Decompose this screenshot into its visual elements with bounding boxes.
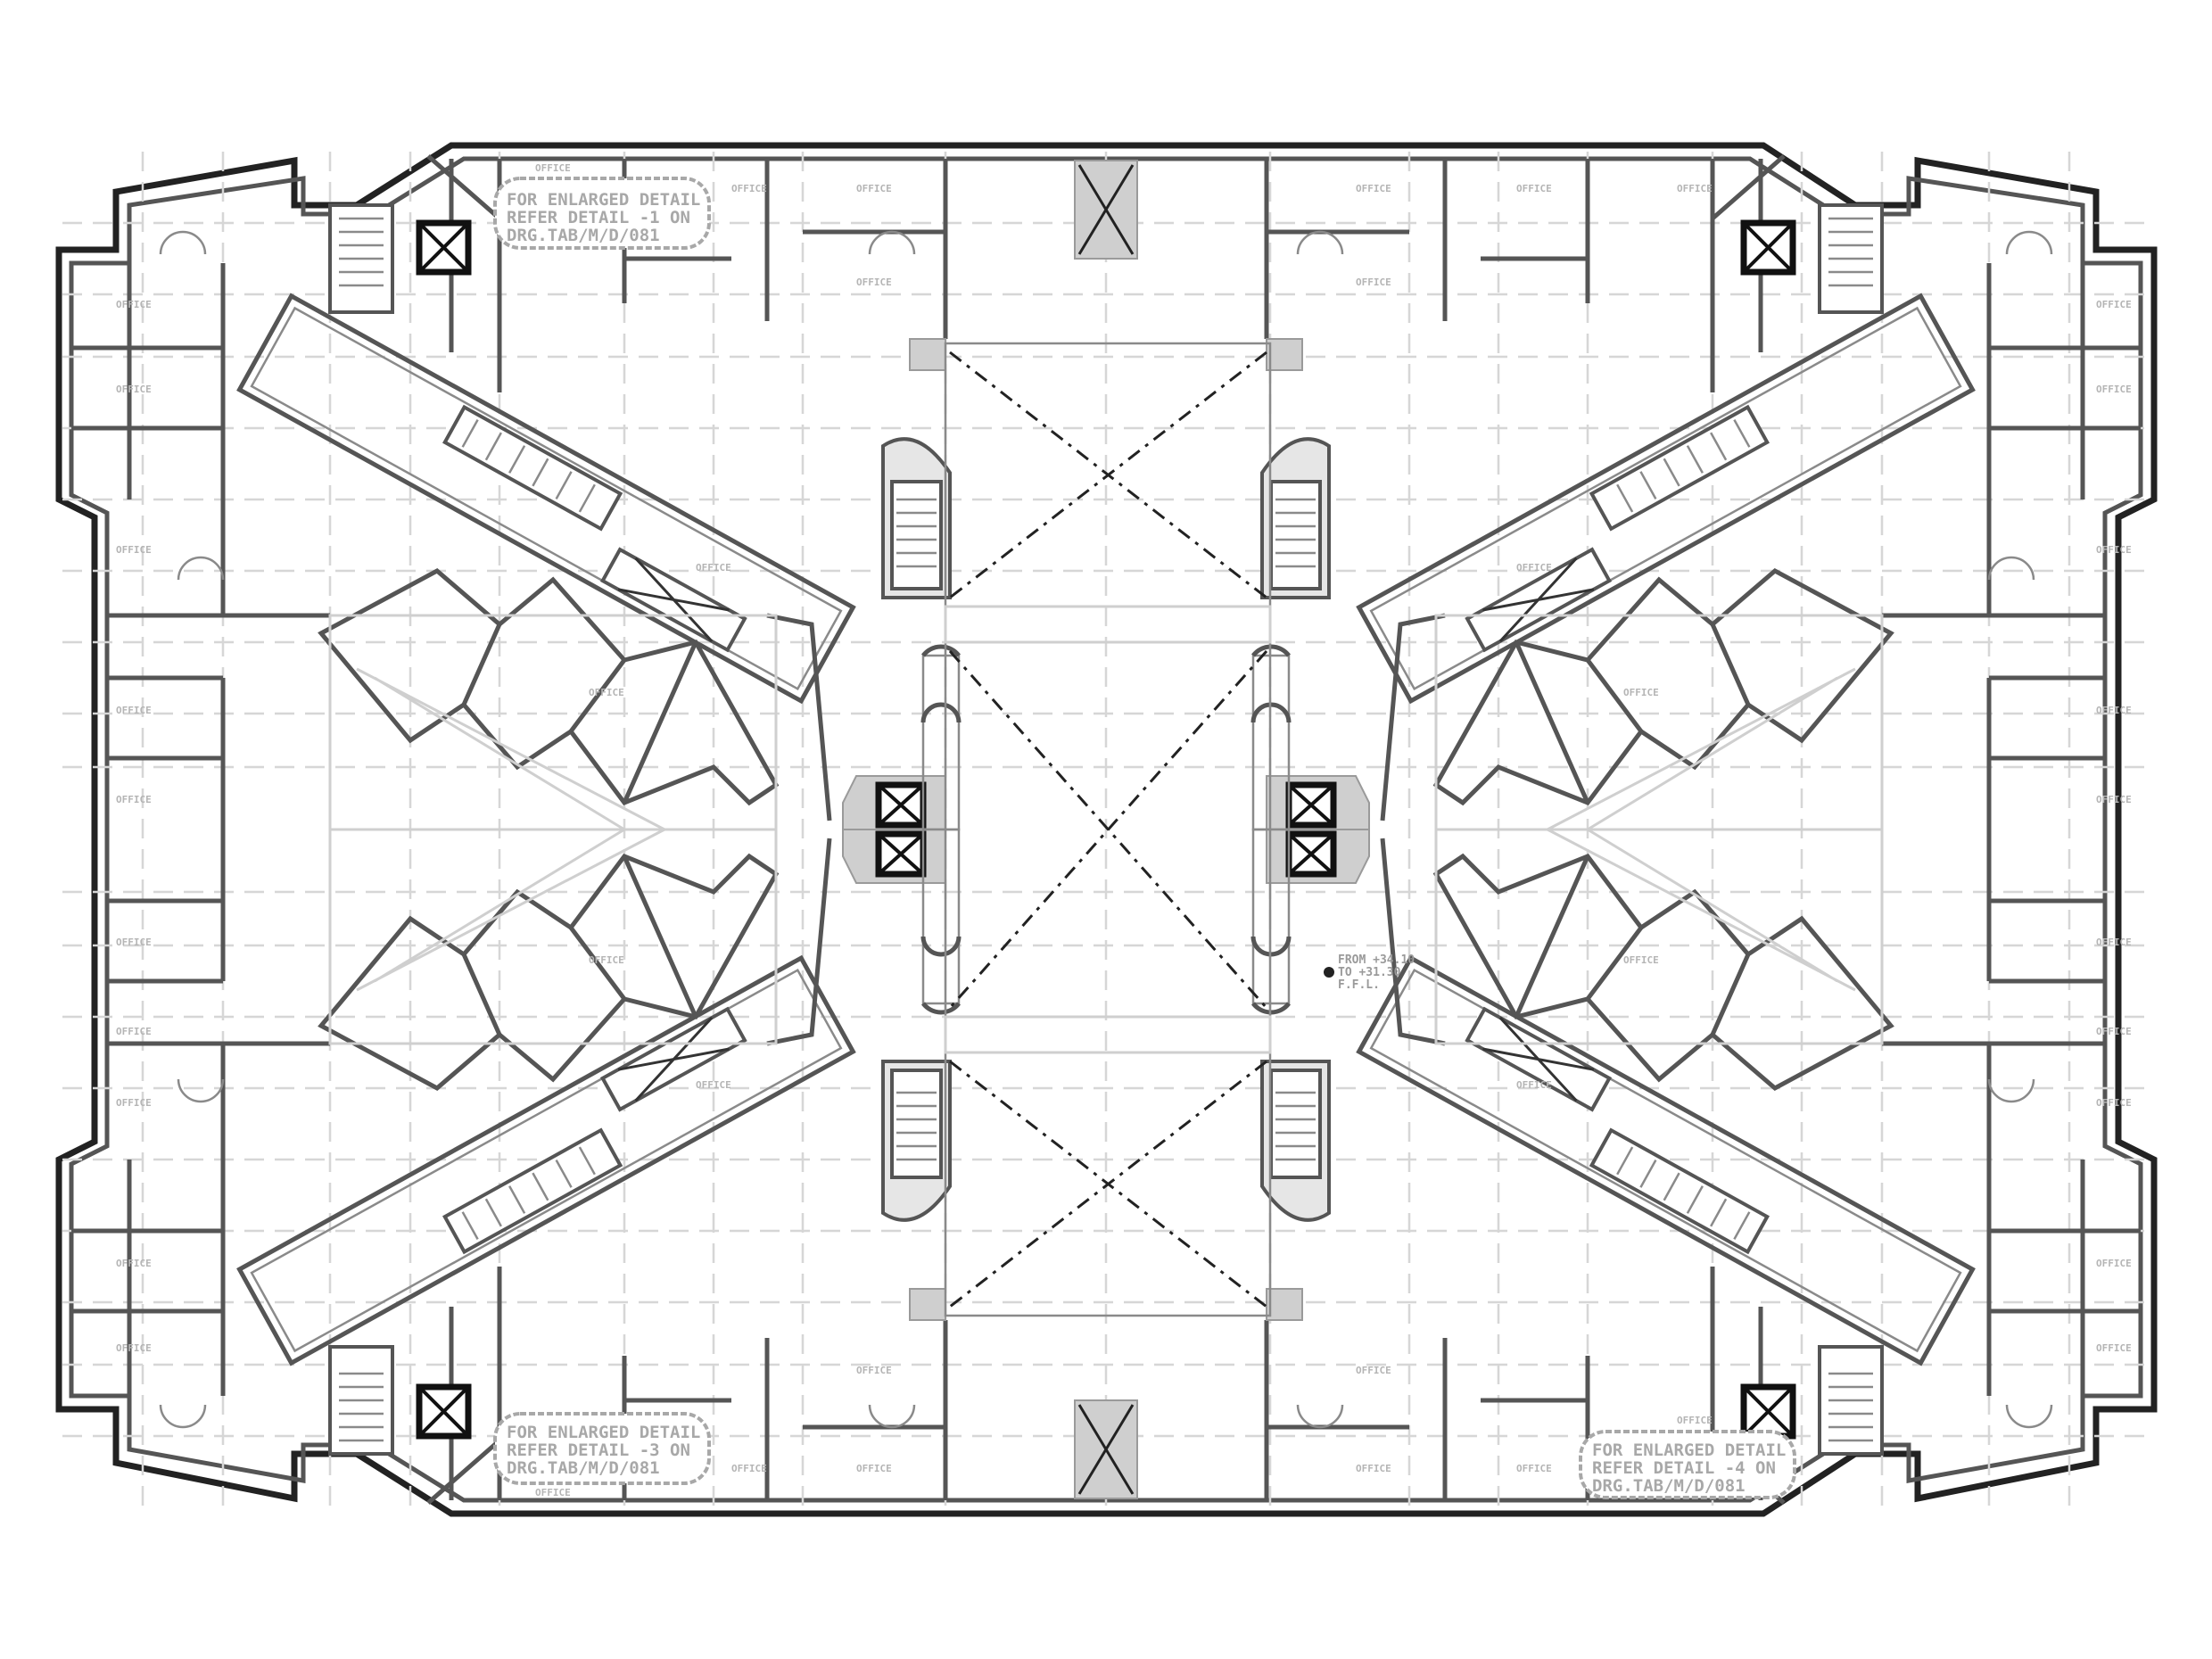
room-label: OFFICE: [1516, 1463, 1552, 1474]
quadrant-top-left: [71, 154, 962, 831]
room-label: OFFICE: [2096, 1342, 2132, 1354]
room-label: OFFICE: [2096, 794, 2132, 805]
detail-note-1: FOR ENLARGED DETAIL REFER DETAIL -1 ON D…: [493, 177, 711, 250]
room-label: OFFICE: [1356, 183, 1391, 194]
room-label: OFFICE: [589, 687, 624, 698]
room-label: OFFICE: [116, 705, 152, 716]
room-label: OFFICE: [1677, 183, 1713, 194]
room-label: OFFICE: [2096, 1097, 2132, 1109]
note-line: REFER DETAIL -4 ON: [1592, 1458, 1776, 1478]
room-label: OFFICE: [1623, 954, 1659, 966]
room-label: OFFICE: [535, 1487, 571, 1498]
room-label: OFFICE: [731, 183, 767, 194]
room-label: OFFICE: [1516, 183, 1552, 194]
room-label: OFFICE: [856, 1463, 892, 1474]
note-line: DRG.TAB/M/D/081: [507, 1458, 660, 1478]
note-line: FOR ENLARGED DETAIL: [1592, 1440, 1786, 1460]
room-label: OFFICE: [2096, 1258, 2132, 1269]
quadrant-bottom-left: [71, 828, 962, 1505]
room-label: OFFICE: [116, 1258, 152, 1269]
detail-note-3: FOR ENLARGED DETAIL REFER DETAIL -3 ON D…: [493, 1412, 711, 1485]
room-label: OFFICE: [1516, 562, 1552, 574]
level-line: F.F.L.: [1338, 978, 1380, 992]
note-line: REFER DETAIL -3 ON: [507, 1440, 690, 1460]
room-label: OFFICE: [116, 937, 152, 948]
room-label: OFFICE: [2096, 705, 2132, 716]
room-label: OFFICE: [116, 544, 152, 556]
level-note: FROM +34.10 TO +31.30 F.F.L.: [1324, 953, 1415, 992]
room-label: OFFICE: [856, 276, 892, 288]
room-label: OFFICE: [116, 794, 152, 805]
central-atrium: [944, 160, 1272, 1499]
room-label: OFFICE: [116, 299, 152, 310]
note-line: FOR ENLARGED DETAIL: [507, 1423, 700, 1442]
room-label: OFFICE: [1356, 1463, 1391, 1474]
quadrant-top-right: [1250, 154, 2141, 831]
room-label: OFFICE: [116, 384, 152, 395]
room-label: OFFICE: [1356, 276, 1391, 288]
note-line: REFER DETAIL -1 ON: [507, 208, 690, 227]
quadrants: [71, 154, 2141, 1505]
detail-note-4: FOR ENLARGED DETAIL REFER DETAIL -4 ON D…: [1579, 1430, 1796, 1499]
note-line: FOR ENLARGED DETAIL: [507, 190, 700, 210]
level-line: FROM +34.10: [1338, 953, 1415, 967]
room-label: OFFICE: [856, 1365, 892, 1376]
room-label: OFFICE: [116, 1026, 152, 1037]
room-label: OFFICE: [696, 562, 731, 574]
room-label: OFFICE: [1516, 1079, 1552, 1091]
room-label: OFFICE: [2096, 937, 2132, 948]
room-label: OFFICE: [2096, 384, 2132, 395]
room-label: OFFICE: [116, 1342, 152, 1354]
room-label: OFFICE: [2096, 544, 2132, 556]
room-labels: OFFICE OFFICE OFFICE OFFICE OFFICE OFFICE OFFI…: [116, 162, 2132, 1498]
room-label: OFFICE: [731, 1463, 767, 1474]
note-line: DRG.TAB/M/D/081: [1592, 1476, 1746, 1496]
room-label: OFFICE: [1623, 687, 1659, 698]
level-line: TO +31.30: [1338, 966, 1401, 979]
room-label: OFFICE: [696, 1079, 731, 1091]
room-label: OFFICE: [2096, 299, 2132, 310]
room-label: OFFICE: [589, 954, 624, 966]
room-label: OFFICE: [116, 1097, 152, 1109]
note-line: DRG.TAB/M/D/081: [507, 226, 660, 245]
room-label: OFFICE: [1356, 1365, 1391, 1376]
quadrant-bottom-right: [1250, 828, 2141, 1505]
room-label: OFFICE: [1677, 1415, 1713, 1426]
room-label: OFFICE: [2096, 1026, 2132, 1037]
room-label: OFFICE: [535, 162, 571, 174]
room-label: OFFICE: [856, 183, 892, 194]
